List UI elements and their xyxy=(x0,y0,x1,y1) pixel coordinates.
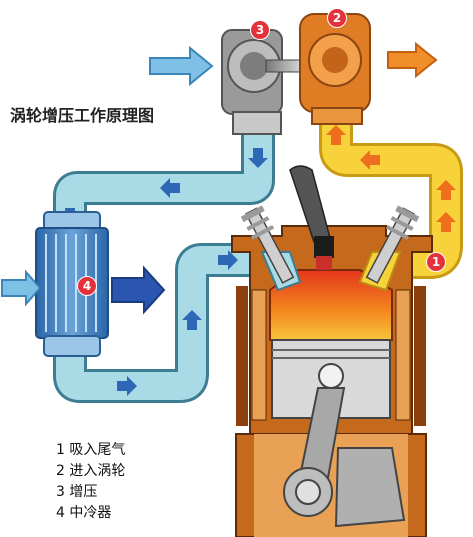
turbo-outlet-arrow xyxy=(387,41,438,79)
turbo-inlet-arrow xyxy=(149,45,214,87)
badge-exhaust-intake: 1 xyxy=(426,252,446,272)
engine-block xyxy=(231,225,433,537)
exhaust-flow-arrows xyxy=(326,125,456,232)
spark-plug xyxy=(289,165,334,270)
valves xyxy=(240,205,420,284)
badge-turbine: 2 xyxy=(327,8,347,28)
legend-item-exhaust-intake: 1 吸入尾气 xyxy=(56,442,126,458)
legend-item-boost: 3 增压 xyxy=(56,484,98,500)
badge-intercooler: 4 xyxy=(77,276,97,296)
legend-item-intercooler: 4 中冷器 xyxy=(56,505,112,521)
turbocharger xyxy=(221,13,371,135)
badge-compressor: 3 xyxy=(250,20,270,40)
legend: 1 吸入尾气 2 进入涡轮 3 增压 4 中冷器 xyxy=(56,440,125,524)
legend-item-turbine: 2 进入涡轮 xyxy=(56,463,126,479)
intercooler-outlet-arrow xyxy=(111,265,166,315)
intercooler xyxy=(35,211,109,357)
intercooler-inlet-arrow xyxy=(1,269,42,307)
diagram-title: 涡轮增压工作原理图 xyxy=(10,106,155,125)
